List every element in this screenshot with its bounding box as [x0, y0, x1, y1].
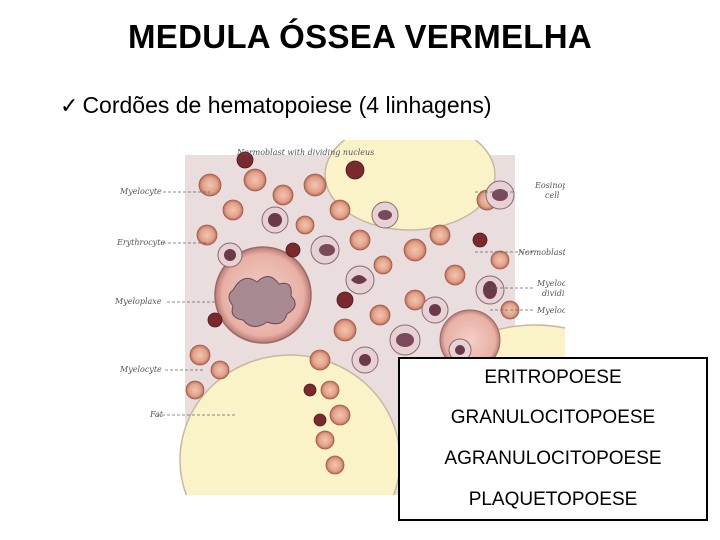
fat-cell-top — [324, 140, 496, 231]
erythrocytes — [185, 168, 520, 475]
megakaryocyte-nucleus — [228, 276, 296, 327]
slide-title: MEDULA ÓSSEA VERMELHA — [127, 18, 593, 55]
label-normoblasts: Normoblasts — [517, 248, 565, 257]
label-erythrocyte: Erythrocyte — [116, 238, 165, 247]
label-normoblast-dividing: Normoblast with dividing nucleus — [236, 148, 374, 157]
bone-marrow-illustration: Normoblast with dividing nucleus Myelocy… — [115, 140, 565, 495]
label-myeloplaxe: Myeloplaxe — [115, 297, 162, 306]
label-eosinophil: Eosinophil — [534, 181, 565, 190]
label-myelocyte-3: Myelocyte — [536, 306, 565, 315]
lineage-granulocytopoiesis: GRANULOCITOPOESE — [450, 407, 656, 428]
label-leader-lines — [157, 191, 535, 416]
label-myelocyte-2: Myelocyte — [119, 365, 162, 374]
lineages-box: ERITROPOESE GRANULOCITOPOESE AGRANULOCIT… — [398, 357, 708, 521]
lineage-agranulocytopoiesis: AGRANULOCITOPOESE — [444, 448, 662, 469]
checkmark-icon: ✓ — [60, 92, 79, 118]
label-fat: Fat — [149, 410, 164, 419]
label-myelocyte-1: Myelocyte — [119, 187, 162, 196]
bullet-item: ✓ Cordões de hematopoiese (4 linhagens) — [60, 92, 492, 119]
marrow-drawing: Normoblast with dividing nucleus Myelocy… — [115, 140, 565, 495]
lineage-erythropoiesis: ERITROPOESE — [484, 367, 622, 388]
normoblasts — [207, 151, 488, 427]
label-myelocyte-dividing-2: dividing — [542, 289, 565, 298]
lineage-thrombopoiesis: PLAQUETOPOESE — [468, 489, 638, 510]
label-myelocyte-dividing-1: Myelocyte — [536, 279, 565, 288]
label-eosinophil-cell: cell — [545, 191, 560, 200]
bullet-text: Cordões de hematopoiese (4 linhagens) — [82, 92, 492, 118]
nucleated-cells — [217, 180, 515, 374]
